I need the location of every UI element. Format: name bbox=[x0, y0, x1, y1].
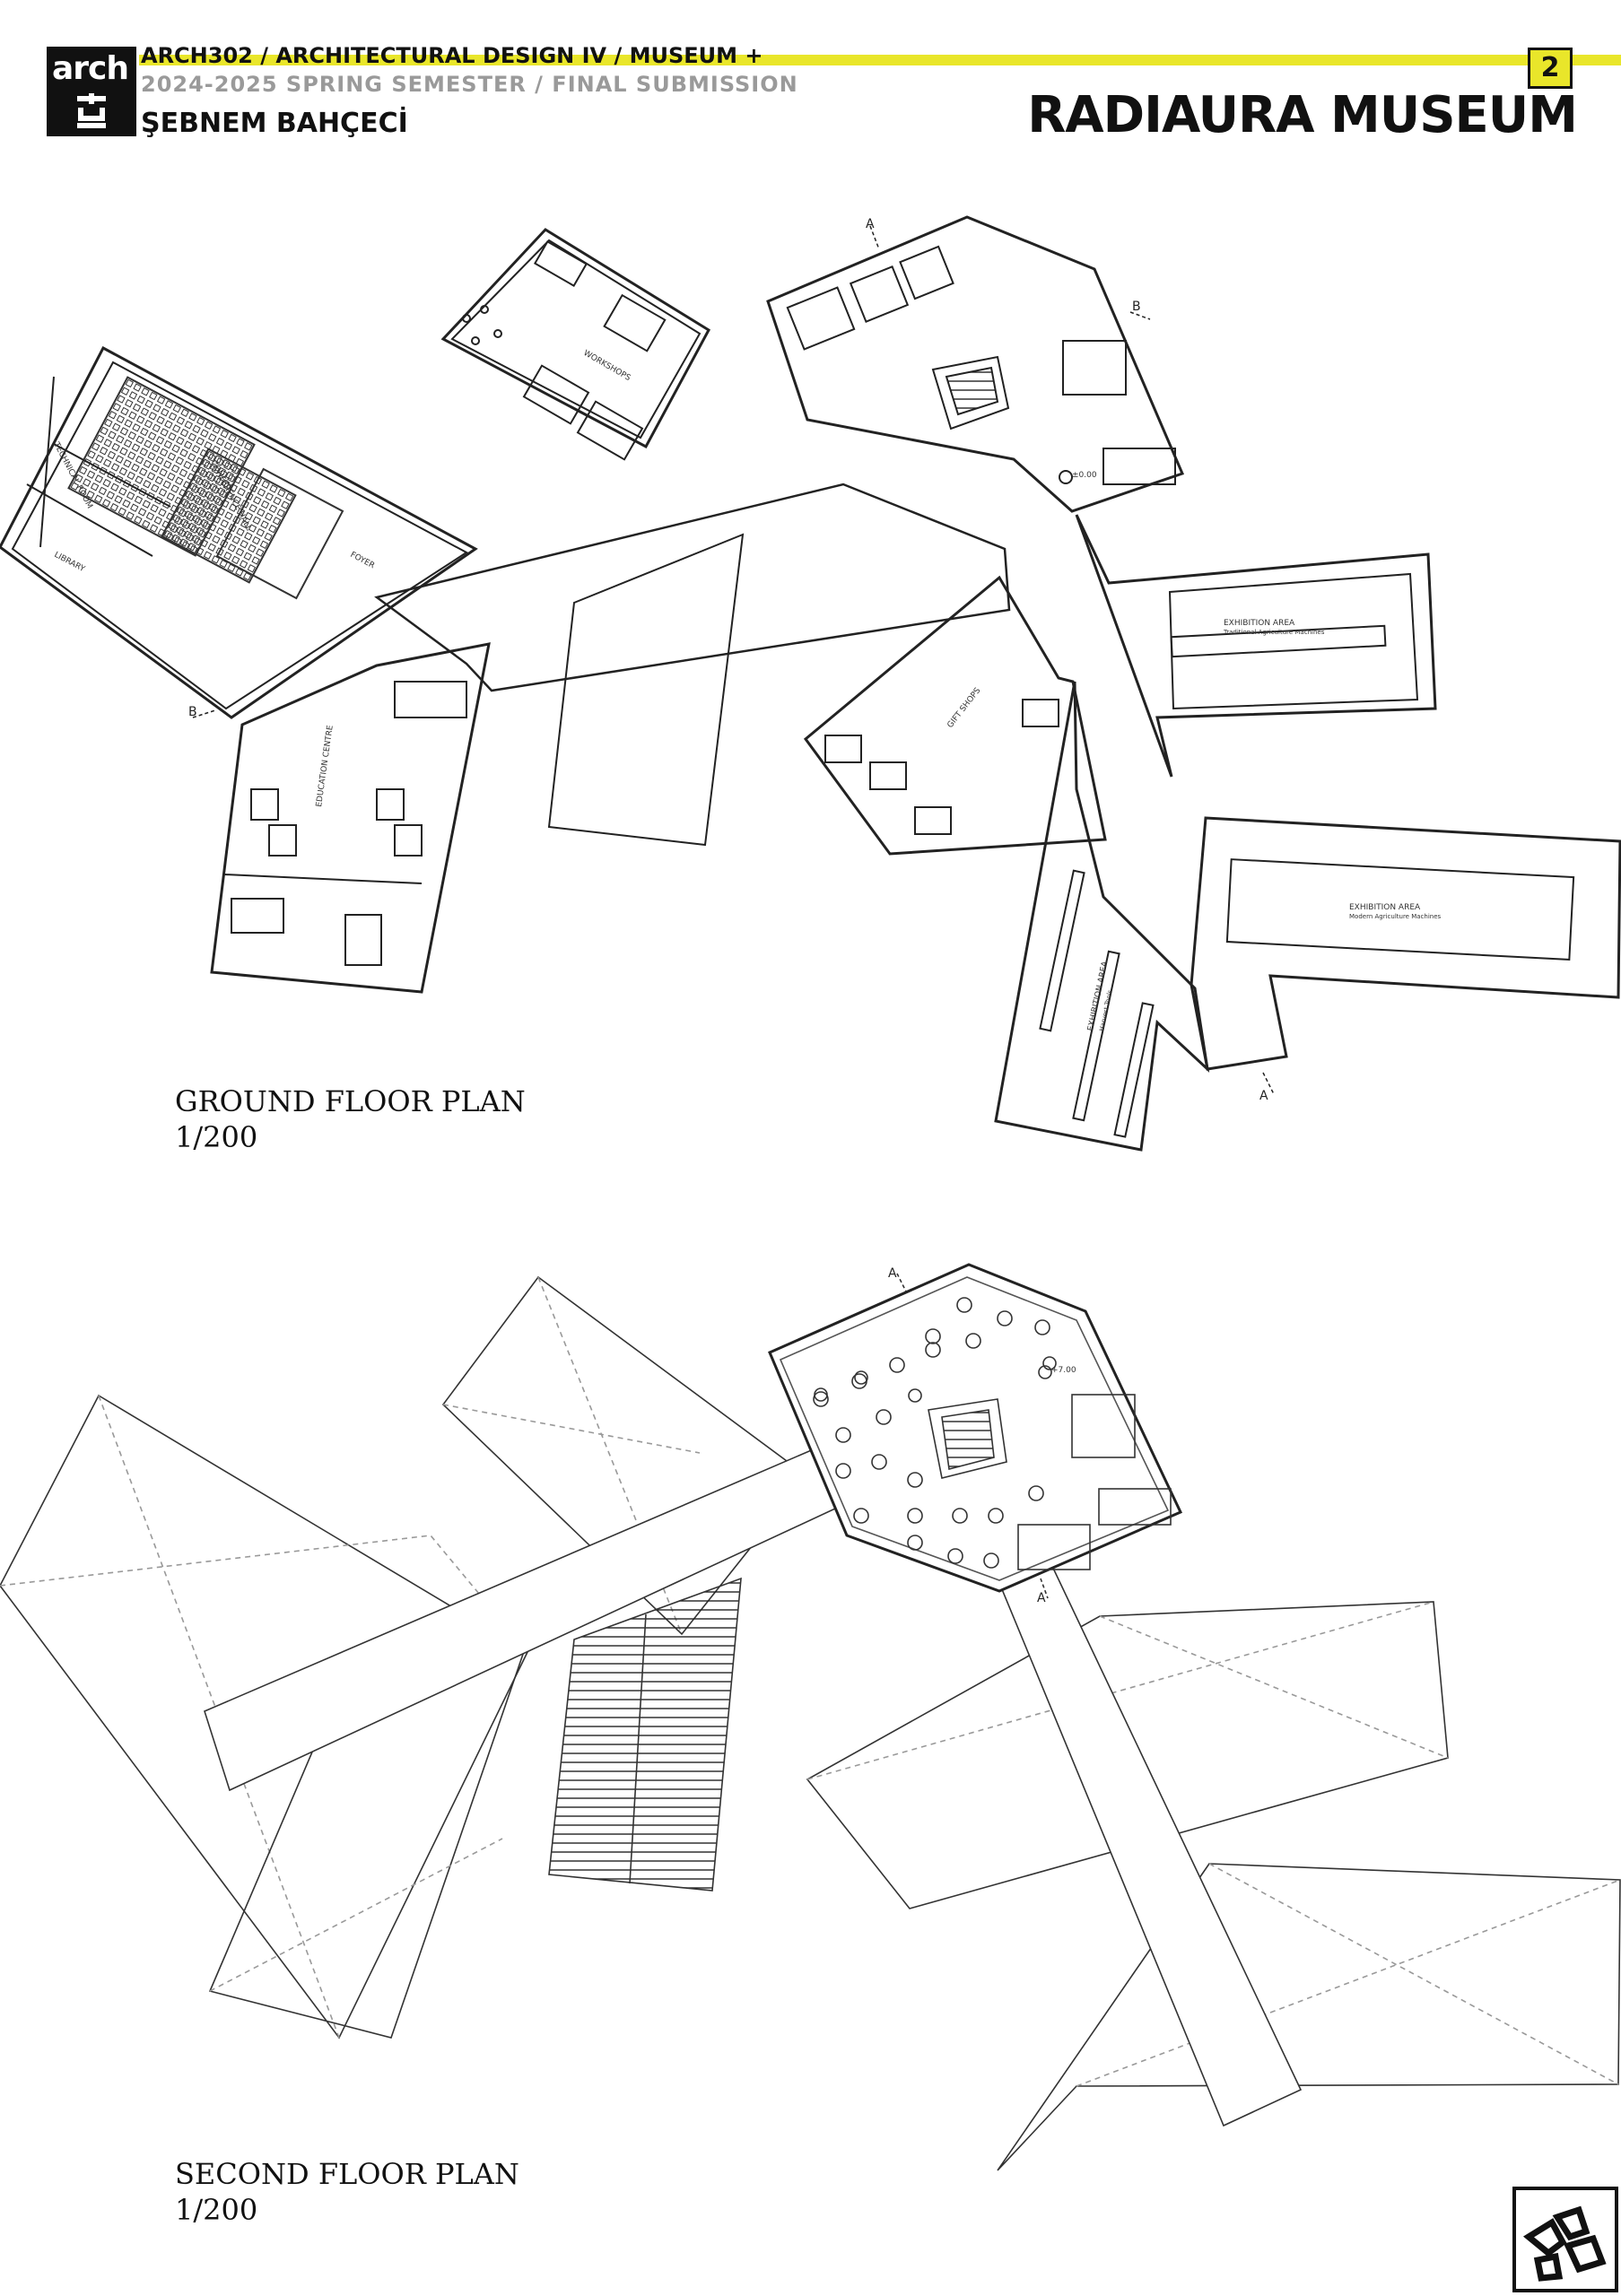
label-exhibition-1-sub: Traditional Agriculture Machines bbox=[1223, 629, 1325, 636]
label-exhibition-1: EXHIBITION AREA bbox=[1224, 619, 1295, 628]
section-mark-a-bottom: A bbox=[1259, 1089, 1268, 1103]
ground-hub: ±0.00 bbox=[766, 215, 1185, 513]
label-exhibition-2-sub: Modern Agriculture Machines bbox=[1349, 913, 1442, 920]
course-line: ARCH302 / ARCHITECTURAL DESIGN IV / MUSE… bbox=[141, 43, 763, 68]
project-title: RADIAURA MUSEUM bbox=[1027, 86, 1578, 144]
ground-wing-education: EDUCATION CENTRE bbox=[210, 642, 491, 994]
section-mark-a-top: A bbox=[866, 217, 875, 231]
semester-line: 2024-2025 SPRING SEMESTER / FINAL SUBMIS… bbox=[141, 72, 798, 97]
ground-wing-conference: TECHNICAL ROOM LIBRARY CONFERENCE HALL F… bbox=[0, 345, 478, 719]
label-foyer: FOYER bbox=[349, 551, 376, 571]
second-floor-plan: +7.00 A A bbox=[0, 1263, 1621, 2171]
logo-text: arch bbox=[52, 50, 129, 87]
school-logo: arch bbox=[47, 47, 136, 136]
header-accent-bar bbox=[139, 55, 1621, 65]
ground-courtyard bbox=[547, 533, 745, 847]
ground-corridor bbox=[374, 483, 1011, 692]
label-workshops: WORKSHOPS bbox=[582, 349, 632, 383]
second-floor-scale: 1/200 bbox=[175, 2193, 258, 2227]
label-gift-shops: GIFT SHOPS bbox=[946, 686, 982, 730]
label-education-centre: EDUCATION CENTRE bbox=[315, 725, 336, 808]
second-level-mark: +7.00 bbox=[1051, 1366, 1076, 1375]
ground-wing-exhibition-3: EXHIBITION AREA Harvest Tools bbox=[994, 681, 1210, 1152]
label-library: LIBRARY bbox=[53, 551, 87, 574]
section-mark-b-right: B bbox=[1132, 300, 1141, 314]
ground-floor-caption: GROUND FLOOR PLAN 1/200 bbox=[175, 1083, 526, 1155]
logo-glyph-icon bbox=[77, 93, 106, 128]
author-name: ŞEBNEM BAHÇECİ bbox=[141, 108, 408, 139]
ground-wing-exhibition-2: EXHIBITION AREA Modern Agriculture Machi… bbox=[1190, 816, 1621, 1071]
label-exhibition-2: EXHIBITION AREA bbox=[1349, 903, 1421, 912]
project-logo-icon bbox=[1522, 2205, 1607, 2282]
ground-floor-scale: 1/200 bbox=[175, 1120, 258, 1154]
section-mark-a-bottom-second: A bbox=[1037, 1591, 1046, 1605]
ground-floor-title: GROUND FLOOR PLAN bbox=[175, 1084, 526, 1118]
ground-level-mark: ±0.00 bbox=[1072, 471, 1097, 480]
page-number: 2 bbox=[1528, 48, 1573, 89]
roof-beam-left bbox=[204, 1444, 849, 1792]
ground-wing-workshops: WORKSHOPS bbox=[440, 228, 710, 461]
ground-section-markers: A B B A bbox=[188, 217, 1275, 1103]
second-floor-title: SECOND FLOOR PLAN bbox=[175, 2157, 519, 2191]
second-cafe-hex: +7.00 A A bbox=[768, 1263, 1183, 1605]
cafe-tables bbox=[813, 1297, 1057, 1569]
section-mark-b-left: B bbox=[188, 705, 197, 719]
ground-wing-exhibition-1: EXHIBITION AREA Traditional Agriculture … bbox=[1075, 514, 1437, 778]
project-logo bbox=[1512, 2187, 1618, 2292]
roof-beam-right bbox=[996, 1560, 1303, 2127]
roof-skylight bbox=[548, 1577, 742, 1892]
ground-floor-plan: TECHNICAL ROOM LIBRARY CONFERENCE HALL F… bbox=[0, 215, 1621, 1152]
second-floor-caption: SECOND FLOOR PLAN 1/200 bbox=[175, 2156, 519, 2228]
section-mark-a-top-second: A bbox=[888, 1266, 897, 1281]
